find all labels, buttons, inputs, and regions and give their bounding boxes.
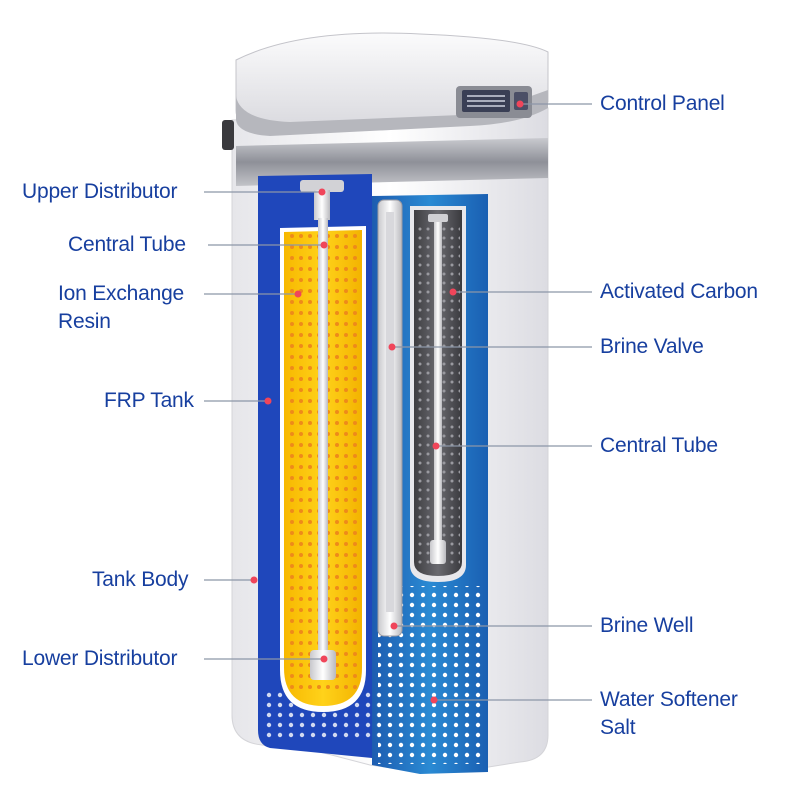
label-ion-exchange-resin-line1: Ion Exchange [58, 282, 185, 305]
marker-lower-distributor [320, 655, 328, 663]
marker-tank-body [250, 576, 258, 584]
label-water-softener-salt-line2: Salt [600, 716, 636, 739]
marker-activated-carbon [449, 288, 457, 296]
label-ion-exchange-resin-line2: Resin [58, 310, 111, 333]
marker-central-tube-right [432, 442, 440, 450]
label-activated-carbon: Activated Carbon [600, 280, 758, 303]
marker-frp-tank [264, 397, 272, 405]
label-upper-distributor: Upper Distributor [22, 180, 178, 203]
metal-band [236, 138, 548, 186]
label-water-softener-salt-line1: Water Softener [600, 688, 738, 711]
marker-ion-exchange-resin [294, 290, 302, 298]
marker-upper-distributor [318, 188, 326, 196]
cutaway-interior [258, 174, 488, 774]
label-central-tube-left: Central Tube [68, 233, 186, 256]
label-tank-body: Tank Body [92, 568, 189, 591]
label-central-tube-right: Central Tube [600, 434, 718, 457]
marker-water-softener-salt [430, 696, 438, 704]
lid [235, 32, 549, 136]
marker-control-panel [516, 100, 524, 108]
leader-lines [204, 103, 592, 701]
label-brine-valve: Brine Valve [600, 335, 704, 358]
label-control-panel: Control Panel [600, 92, 725, 115]
marker-central-tube-left [320, 241, 328, 249]
marker-dots [250, 100, 524, 704]
marker-brine-valve [388, 343, 396, 351]
label-brine-well: Brine Well [600, 614, 694, 637]
label-lower-distributor: Lower Distributor [22, 647, 178, 670]
marker-brine-well [390, 622, 398, 630]
label-frp-tank: FRP Tank [104, 389, 194, 412]
